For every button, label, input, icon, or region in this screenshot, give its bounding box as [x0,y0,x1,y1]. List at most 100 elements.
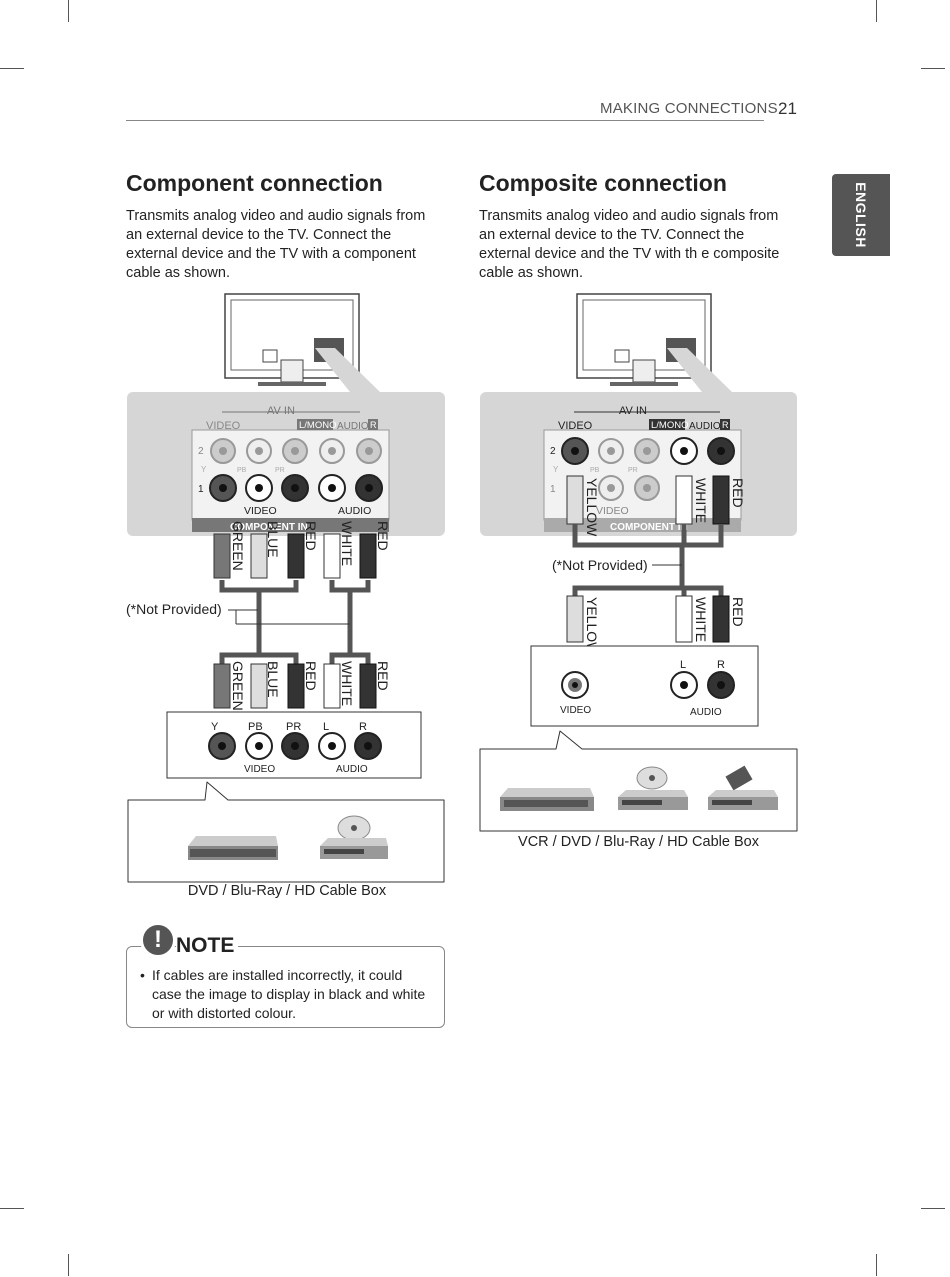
plugs-device-side [213,663,377,709]
plugs-tv-side [566,475,730,525]
dvd-player-icon [618,766,688,810]
row2-jacks [561,437,735,465]
audio-label: AUDIO [689,421,721,432]
cable-labels-bottom: GREEN BLUE RED WHITE RED [230,661,391,711]
crop-mark [921,68,945,69]
cable-label-red: RED [730,597,746,627]
dev-audio-label: AUDIO [690,707,722,718]
component-caption: DVD / Blu-Ray / HD Cable Box [187,883,387,899]
composite-title: Composite connection [479,170,727,196]
component-intro: Transmits analog video and audio signals… [126,208,426,281]
pb-label: PB [237,467,247,474]
row1-jacks [598,475,660,501]
row1-jacks [209,474,383,502]
cable-label-yellow: YELLOW [584,478,600,537]
running-header: MAKING CONNECTIONS [600,100,778,117]
crop-mark [68,1254,69,1276]
exclamation-icon: ! [140,922,176,958]
cable-label-green: GREEN [230,521,246,571]
cable-label-white: WHITE [339,661,355,706]
cable-box-icon [708,765,778,810]
component-in-label: COMPONENT IN [230,522,308,533]
cable-label-red: RED [730,478,746,508]
dev-r-label: R [359,721,367,733]
cable-label-blue: BLUE [265,661,281,698]
y-label: Y [553,465,559,474]
cable-label-red-2: RED [375,661,391,691]
dev-video-group: VIDEO [244,764,275,775]
note-title: NOTE [176,934,239,958]
note-item: • If cables are installed incorrectly, i… [140,966,430,1023]
bluray-player-icon [320,815,388,859]
cable-label-yellow: YELLOW [584,597,600,656]
composite-intro: Transmits analog video and audio signals… [479,208,780,281]
cable-label-blue: BLUE [265,521,281,558]
component-title: Component connection [126,170,383,196]
cable-label-white: WHITE [693,597,709,642]
audio-group-label: AUDIO [338,505,371,517]
dev-video-label: VIDEO [560,705,591,716]
dvd-player-icon [188,836,278,860]
row1-label: 1 [198,484,204,495]
pr-label: PR [628,467,638,474]
crop-mark [876,1254,877,1276]
y-label: Y [201,465,207,474]
lmono-label: L/MONO [651,420,688,431]
component-not-provided: (*Not Provided) [126,601,222,617]
pb-label: PB [590,467,600,474]
cable-labels-top: YELLOW WHITE RED [584,478,746,537]
crop-mark [876,0,877,22]
cable-labels-bottom: YELLOW WHITE RED [584,597,746,656]
av-in-label: AV IN [267,405,295,417]
device-jacks [561,671,735,699]
dev-pb-label: PB [248,721,263,733]
video-group-label: VIDEO [596,505,629,517]
crop-mark [68,0,69,22]
language-tab: ENGLISH [832,174,890,256]
video-label: VIDEO [558,420,593,432]
row1-label: 1 [550,484,556,495]
r-label: R [722,420,729,430]
dev-r-label: R [717,659,725,671]
not-provided-pointer [228,609,350,625]
row2-jacks [210,438,382,464]
pr-label: PR [275,467,285,474]
cable-label-red: RED [303,521,319,551]
composite-caption: VCR / DVD / Blu-Ray / HD Cable Box [518,834,759,850]
r-label: R [370,420,377,430]
composite-not-provided: (*Not Provided) [552,557,648,573]
header-rule [126,120,764,121]
crop-mark [0,68,24,69]
device-jacks [208,732,382,760]
dev-y-label: Y [211,721,219,733]
row2-label: 2 [550,446,556,457]
tv-back-icon [576,293,712,386]
page-number: 21 [778,99,797,118]
note-item-text: If cables are installed incorrectly, it … [152,967,426,1021]
lmono-label: L/MONO [299,420,336,431]
composite-cable [572,524,724,598]
dev-pr-label: PR [286,721,301,733]
note-box [126,946,445,1028]
component-cable [219,580,371,665]
cable-labels-top: GREEN BLUE RED WHITE RED [230,521,391,571]
vcr-icon [500,788,594,811]
tv-back-icon [224,293,360,386]
dev-l-label: L [323,721,329,733]
video-label: VIDEO [206,420,241,432]
component-in-label: COMPONENT IN [610,522,688,533]
cable-label-white: WHITE [693,478,709,523]
plugs-device-side [566,595,730,643]
cable-label-red: RED [303,661,319,691]
cable-label-white: WHITE [339,521,355,566]
dev-audio-group: AUDIO [336,764,368,775]
video-group-label: VIDEO [244,505,277,517]
plugs-tv-side [213,533,377,579]
dev-l-label: L [680,659,686,671]
cable-label-red-2: RED [375,521,391,551]
cable-label-green: GREEN [230,661,246,711]
crop-mark [0,1208,24,1209]
row2-label: 2 [198,446,204,457]
